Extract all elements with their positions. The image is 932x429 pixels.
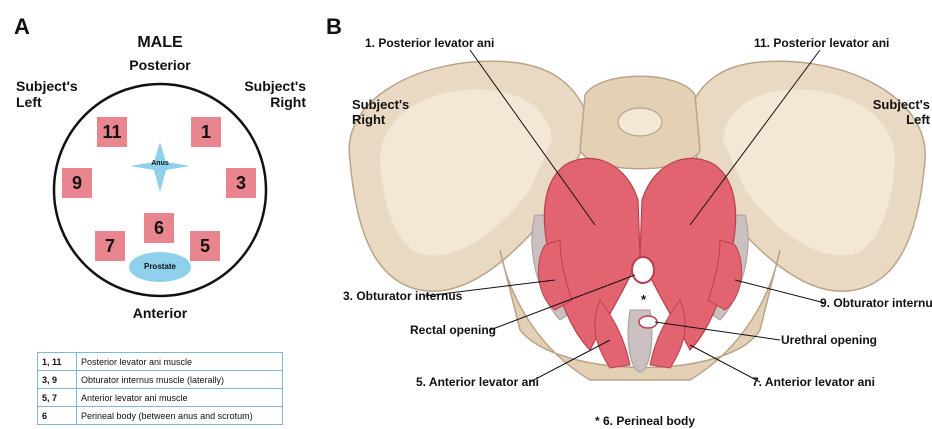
urethral-opening <box>639 316 657 328</box>
label-urethral-opening: Urethral opening <box>781 333 877 347</box>
rectal-opening <box>632 257 654 283</box>
subject-right-label-b: Subject's Right <box>352 97 409 127</box>
label-rectal-opening: Rectal opening <box>410 323 496 337</box>
label-obturator-3: 3. Obturator internus <box>343 289 462 303</box>
label-obturator-9: 9. Obturator internus <box>820 296 932 310</box>
perineal-body-asterisk: * <box>641 292 646 307</box>
label-anterior-levator-7: 7. Anterior levator ani <box>752 375 875 389</box>
label-posterior-levator-1: 1. Posterior levator ani <box>365 36 494 50</box>
label-posterior-levator-11: 11. Posterior levator ani <box>754 36 889 50</box>
label-anterior-levator-5: 5. Anterior levator ani <box>416 375 539 389</box>
label-perineal-body: * 6. Perineal body <box>595 414 695 428</box>
subject-left-label-b: Subject's Left <box>862 97 930 127</box>
